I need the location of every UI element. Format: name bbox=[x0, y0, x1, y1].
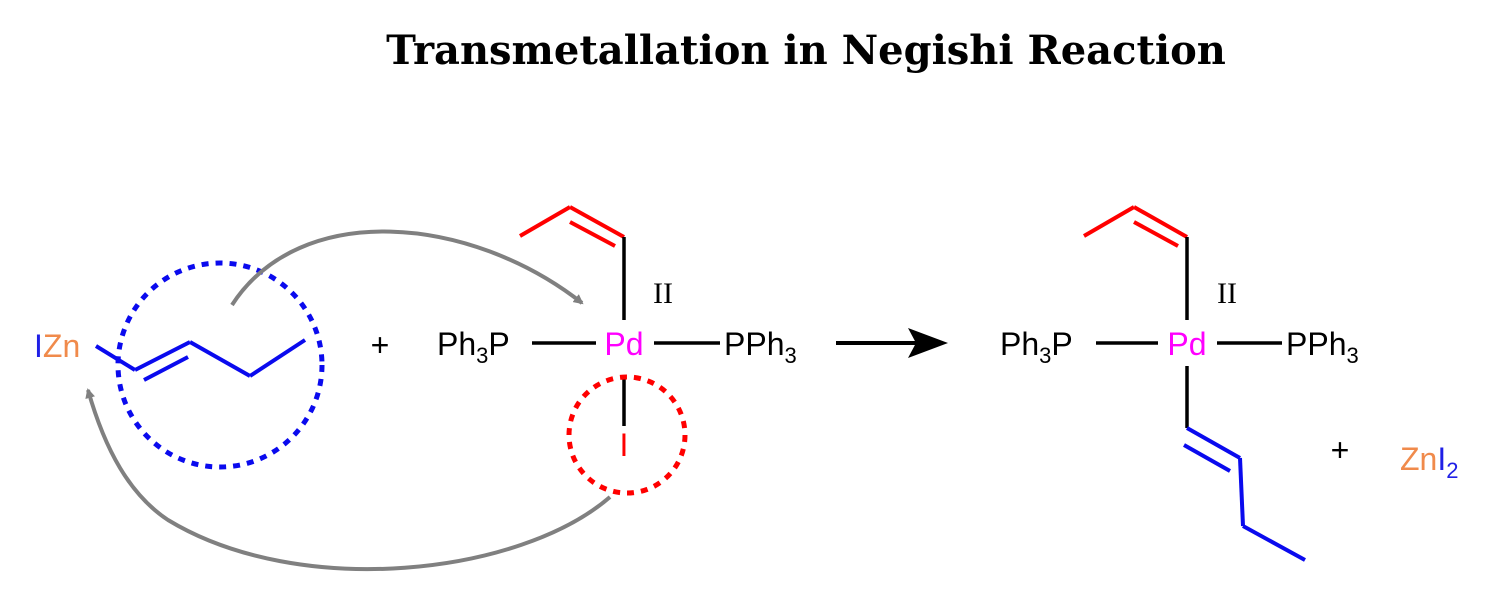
organic-group-highlight-circle bbox=[115, 260, 325, 470]
product-left-phosphine-ligand: Ph3P bbox=[1000, 326, 1073, 368]
product-plus-sign: + bbox=[1331, 432, 1350, 468]
organozinc-halide: I bbox=[34, 328, 43, 364]
reaction-arrow-head bbox=[908, 328, 948, 358]
butenyl-chain-reactant bbox=[94, 338, 307, 382]
right-phosphine-ligand: PPh3 bbox=[724, 326, 797, 368]
product-palladium-label: Pd bbox=[1167, 326, 1206, 362]
palladium-label: Pd bbox=[604, 326, 643, 362]
iodide-leaving-group: I bbox=[620, 427, 629, 463]
vinyl-group-product bbox=[1082, 205, 1188, 248]
reactant-plus-sign: + bbox=[371, 327, 390, 363]
vinyl-group-reactant bbox=[518, 205, 625, 248]
organozinc-metal: Zn bbox=[43, 328, 80, 364]
product-oxidation-state-label: II bbox=[1217, 277, 1237, 310]
organozinc-label: IZn bbox=[34, 328, 80, 364]
product-right-phosphine-ligand: PPh3 bbox=[1286, 326, 1359, 368]
left-phosphine-ligand: Ph3P bbox=[437, 326, 510, 368]
page-title: Transmetallation in Negishi Reaction bbox=[386, 27, 1226, 74]
iodide-highlight-circle bbox=[566, 374, 688, 496]
iodide-transfer-arrow bbox=[85, 388, 612, 572]
alkenyl-transfer-arrow bbox=[230, 229, 584, 307]
zinc-iodide-byproduct: ZnI2 bbox=[1400, 441, 1458, 483]
butenyl-chain-product bbox=[1183, 426, 1306, 562]
oxidation-state-label: II bbox=[653, 277, 673, 310]
